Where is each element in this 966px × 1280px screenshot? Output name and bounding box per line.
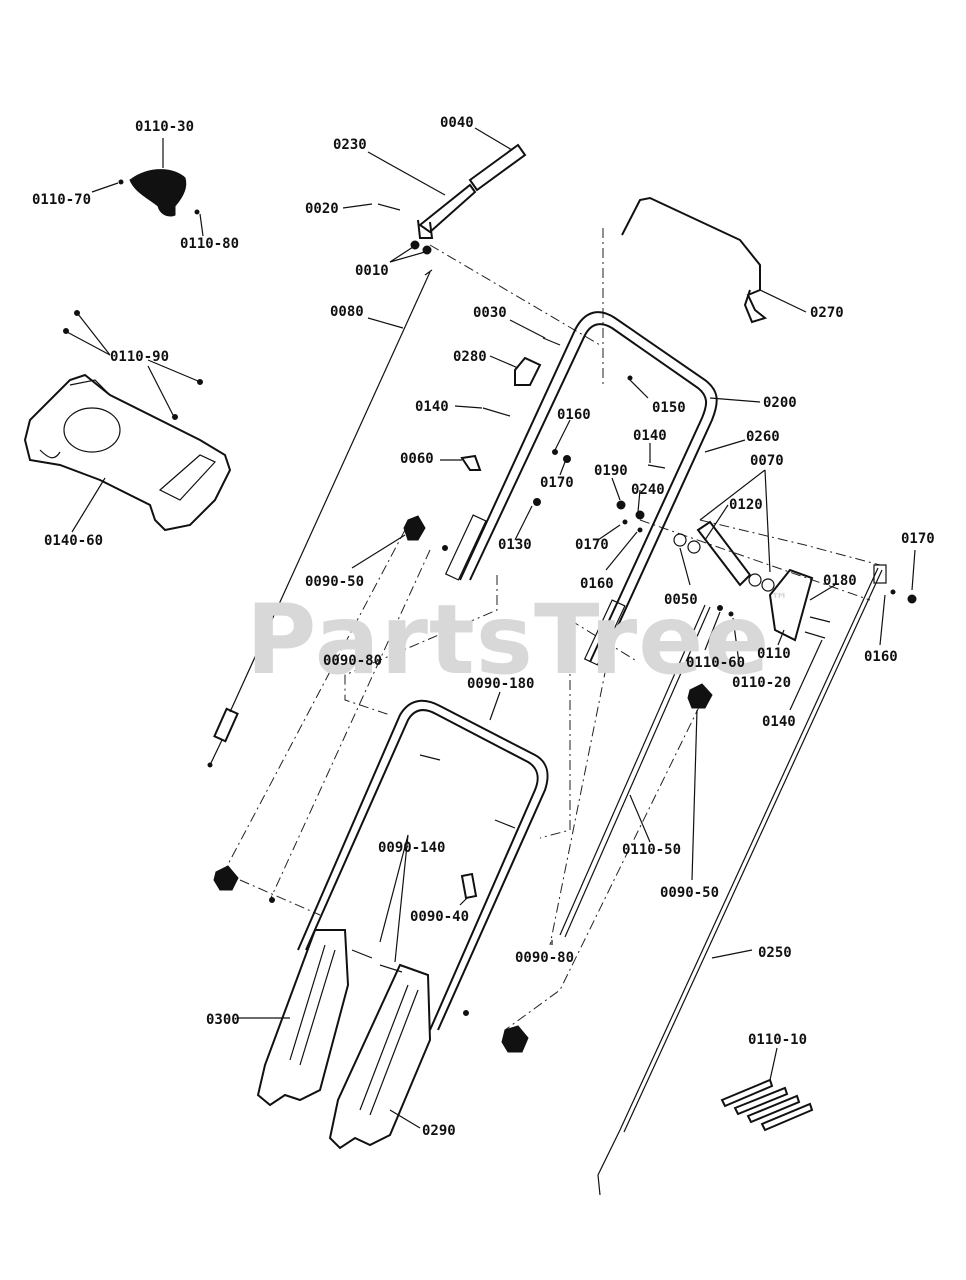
part-label-0160-a[interactable]: 0160 bbox=[557, 407, 591, 423]
leader-lines bbox=[66, 127, 916, 1129]
part-label-0110-50[interactable]: 0110-50 bbox=[622, 842, 682, 858]
part-label-0290[interactable]: 0290 bbox=[422, 1123, 456, 1139]
part-label-0200[interactable]: 0200 bbox=[763, 395, 797, 411]
part-label-0140-b[interactable]: 0140 bbox=[633, 428, 667, 444]
watermark-text: PartsTree bbox=[246, 584, 771, 696]
part-label-0030[interactable]: 0030 bbox=[473, 305, 507, 321]
watermark-trademark: ™ bbox=[770, 590, 790, 611]
part-label-0090-80-a[interactable]: 0090-80 bbox=[323, 653, 383, 669]
part-label-0240[interactable]: 0240 bbox=[631, 482, 665, 498]
long-rod bbox=[597, 564, 917, 1196]
alignment-lines bbox=[224, 228, 881, 1031]
part-label-0110-80[interactable]: 0110-80 bbox=[180, 236, 240, 252]
bail-bar bbox=[621, 196, 768, 324]
part-label-0250[interactable]: 0250 bbox=[758, 945, 792, 961]
part-label-0140-60[interactable]: 0140-60 bbox=[44, 533, 104, 549]
part-label-0170-a[interactable]: 0170 bbox=[540, 475, 574, 491]
part-label-0160-c[interactable]: 0160 bbox=[864, 649, 898, 665]
part-label-0270[interactable]: 0270 bbox=[810, 305, 844, 321]
part-label-0110-90[interactable]: 0110-90 bbox=[110, 349, 170, 365]
part-label-0140-c[interactable]: 0140 bbox=[762, 714, 796, 730]
part-label-0260[interactable]: 0260 bbox=[746, 429, 780, 445]
part-label-0110-30[interactable]: 0110-30 bbox=[135, 119, 195, 135]
cable bbox=[207, 269, 433, 768]
part-label-0110-20[interactable]: 0110-20 bbox=[732, 675, 792, 691]
part-label-0080[interactable]: 0080 bbox=[330, 304, 364, 320]
handle-knobs bbox=[213, 515, 713, 1053]
watermark: PartsTree™ bbox=[246, 590, 790, 689]
part-label-0230[interactable]: 0230 bbox=[333, 137, 367, 153]
part-label-0140-a[interactable]: 0140 bbox=[415, 399, 449, 415]
part-label-0130[interactable]: 0130 bbox=[498, 537, 532, 553]
control-rod bbox=[559, 604, 734, 938]
part-label-0110-10[interactable]: 0110-10 bbox=[748, 1032, 808, 1048]
part-label-0090-40[interactable]: 0090-40 bbox=[410, 909, 470, 925]
part-label-0170-b[interactable]: 0170 bbox=[575, 537, 609, 553]
grip-cover bbox=[129, 169, 187, 217]
control-housing bbox=[23, 310, 232, 532]
part-label-0060[interactable]: 0060 bbox=[400, 451, 434, 467]
part-label-0190[interactable]: 0190 bbox=[594, 463, 628, 479]
part-label-0110-60[interactable]: 0110-60 bbox=[686, 655, 746, 671]
part-label-0160-b[interactable]: 0160 bbox=[580, 576, 614, 592]
part-label-0180[interactable]: 0180 bbox=[823, 573, 857, 589]
part-label-0280[interactable]: 0280 bbox=[453, 349, 487, 365]
part-label-0150[interactable]: 0150 bbox=[652, 400, 686, 416]
lower-brackets bbox=[256, 929, 432, 1150]
part-label-0120[interactable]: 0120 bbox=[729, 497, 763, 513]
upper-hardware bbox=[460, 337, 666, 533]
part-label-0090-140[interactable]: 0090-140 bbox=[378, 840, 446, 856]
cable-ties bbox=[720, 1078, 814, 1132]
part-label-0010[interactable]: 0010 bbox=[355, 263, 389, 279]
part-label-0020[interactable]: 0020 bbox=[305, 201, 339, 217]
upper-handle bbox=[444, 311, 718, 666]
part-label-0110-70[interactable]: 0110-70 bbox=[32, 192, 92, 208]
part-label-0040[interactable]: 0040 bbox=[440, 115, 474, 131]
part-label-0050[interactable]: 0050 bbox=[664, 592, 698, 608]
control-lever bbox=[377, 143, 527, 255]
lower-handle bbox=[297, 699, 549, 1031]
part-label-0110[interactable]: 0110 bbox=[757, 646, 791, 662]
lever-mechanism bbox=[673, 520, 831, 642]
part-label-0090-180[interactable]: 0090-180 bbox=[467, 676, 535, 692]
part-label-0070[interactable]: 0070 bbox=[750, 453, 784, 469]
part-label-0170-c[interactable]: 0170 bbox=[901, 531, 935, 547]
part-label-0300[interactable]: 0300 bbox=[206, 1012, 240, 1028]
part-label-0090-80-b[interactable]: 0090-80 bbox=[515, 950, 575, 966]
part-label-0090-50-b[interactable]: 0090-50 bbox=[660, 885, 720, 901]
part-label-0090-50-a[interactable]: 0090-50 bbox=[305, 574, 365, 590]
